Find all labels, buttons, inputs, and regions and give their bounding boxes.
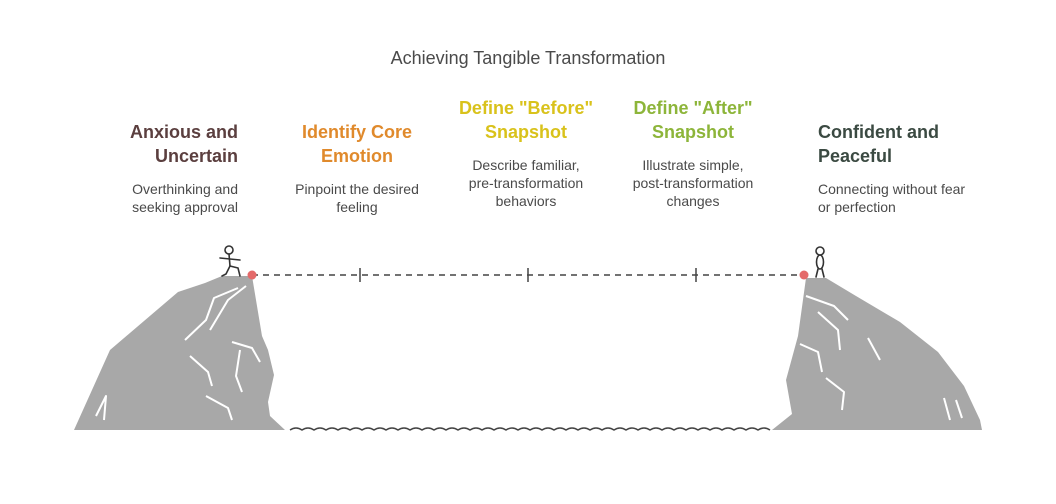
stage-before-snapshot-desc-line-3: behaviors [495,193,557,209]
stage-after-snapshot-desc: Illustrate simple, post-transformation c… [608,156,778,210]
stage-after-snapshot-desc-line-3: changes [666,193,720,209]
stage-confident-desc-line-1: Connecting without fear [818,181,966,197]
stage-anxious: Anxious and Uncertain Overthinking and s… [68,120,238,216]
stage-after-snapshot-heading-line-1: Define "After" [633,98,753,118]
stage-confident: Confident and Peaceful Connecting withou… [818,120,1008,216]
stage-identify-emotion-heading: Identify Core Emotion [272,120,442,168]
stage-before-snapshot-desc-line-2: pre-transformation [468,175,584,191]
stage-after-snapshot-desc-line-2: post-transformation [632,175,754,191]
stage-confident-desc-line-2: or perfection [818,199,896,215]
person-stepping-icon [219,245,241,277]
stage-after-snapshot-heading-line-2: Snapshot [651,122,734,142]
person-standing-icon [815,246,825,278]
stage-before-snapshot-desc-line-1: Describe familiar, [472,157,580,173]
stage-anxious-desc-line-1: Overthinking and [132,181,238,197]
stage-before-snapshot-desc: Describe familiar, pre-transformation be… [441,156,611,210]
stage-identify-emotion-heading-line-2: Emotion [321,146,393,166]
stage-before-snapshot-heading-line-2: Snapshot [484,122,567,142]
stage-anxious-heading-line-1: Anxious and [129,122,238,142]
stage-identify-emotion: Identify Core Emotion Pinpoint the desir… [272,120,442,216]
stage-before-snapshot-heading-line-1: Define "Before" [458,98,594,118]
stage-anxious-desc-line-2: seeking approval [132,199,238,215]
stage-anxious-heading: Anxious and Uncertain [68,120,238,168]
stage-before-snapshot-heading: Define "Before" Snapshot [441,96,611,144]
left-cliff [74,276,285,430]
stage-confident-heading-line-1: Confident and [818,122,939,142]
stage-anxious-heading-line-2: Uncertain [154,146,238,166]
left-anchor-icon [247,270,257,280]
diagram-title: Achieving Tangible Transformation [390,48,666,68]
stage-after-snapshot: Define "After" Snapshot Illustrate simpl… [608,96,778,210]
right-cliff [772,278,982,430]
stage-identify-emotion-desc-line-2: feeling [336,199,378,215]
stage-identify-emotion-heading-line-1: Identify Core [301,122,412,142]
stage-identify-emotion-desc-line-1: Pinpoint the desired [295,181,419,197]
right-anchor-icon [799,270,809,280]
stage-after-snapshot-heading: Define "After" Snapshot [608,96,778,144]
stage-confident-heading-line-2: Peaceful [818,146,893,166]
stage-after-snapshot-desc-line-1: Illustrate simple, [642,157,744,173]
stage-confident-heading: Confident and Peaceful [818,120,1008,168]
stage-anxious-desc: Overthinking and seeking approval [68,180,238,216]
stage-before-snapshot: Define "Before" Snapshot Describe famili… [441,96,611,210]
water-waves [289,427,771,431]
stage-identify-emotion-desc: Pinpoint the desired feeling [272,180,442,216]
stage-confident-desc: Connecting without fear or perfection [818,180,1008,216]
